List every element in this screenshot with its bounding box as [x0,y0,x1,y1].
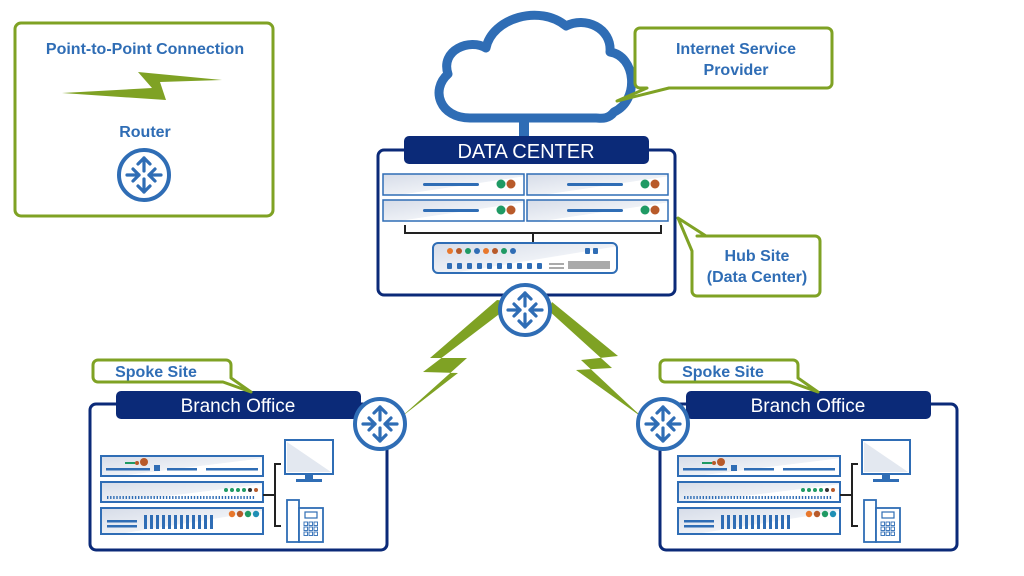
status-led [483,248,489,254]
link-hub-to-right-branch [548,302,643,418]
legend-box: Point-to-Point Connection Router [13,21,275,218]
spoke-site-callout [658,358,820,394]
branch-switch-device [677,481,841,503]
left-branch-router-icon [353,397,407,451]
hub-router-icon [498,283,552,337]
server-unit [526,173,669,196]
status-led [501,248,507,254]
router-icon [117,148,171,202]
status-led [465,248,471,254]
branch-title: Branch Office [751,396,866,417]
hub-callout-line2: (Data Center) [707,269,807,286]
server-unit [382,199,525,222]
branch-router-device [677,455,841,477]
branch-server-device [100,507,264,535]
branch-office-right: Branch Office Spoke Site [658,358,959,552]
status-led [492,248,498,254]
cloud-icon [434,10,636,140]
isp-callout-line2: Provider [704,62,769,79]
branch-server-device [677,507,841,535]
isp-callout: Internet Service Provider [615,26,834,103]
branch-router-device [100,455,264,477]
status-led [510,248,516,254]
data-center-box: DATA CENTER [376,136,677,297]
right-branch-router-icon [636,397,690,451]
branch-switch-device [100,481,264,503]
hub-site-callout: Hub Site (Data Center) [676,216,822,298]
server-unit [382,173,525,196]
monitor-icon [861,439,911,482]
data-center-title: DATA CENTER [457,141,594,163]
server-rack [382,173,669,222]
link-hub-to-left-branch [400,300,515,418]
spoke-site-label: Spoke Site [115,364,197,381]
phone-icon [286,499,324,543]
legend-router-label: Router [119,124,171,141]
spoke-site-label: Spoke Site [682,364,764,381]
spoke-site-callout [91,358,253,394]
phone-icon [863,499,901,543]
hub-callout-line1: Hub Site [725,248,790,265]
branch-office-left: Branch Office Spoke Site [88,358,389,552]
legend-connection-label: Point-to-Point Connection [46,41,244,58]
status-led [447,248,453,254]
monitor-icon [284,439,334,482]
lightning-bolt-icon [62,72,222,100]
isp-callout-line1: Internet Service [676,41,796,58]
status-led [474,248,480,254]
branch-title: Branch Office [181,396,296,417]
status-led [456,248,462,254]
network-switch [432,242,618,274]
server-unit [526,199,669,222]
